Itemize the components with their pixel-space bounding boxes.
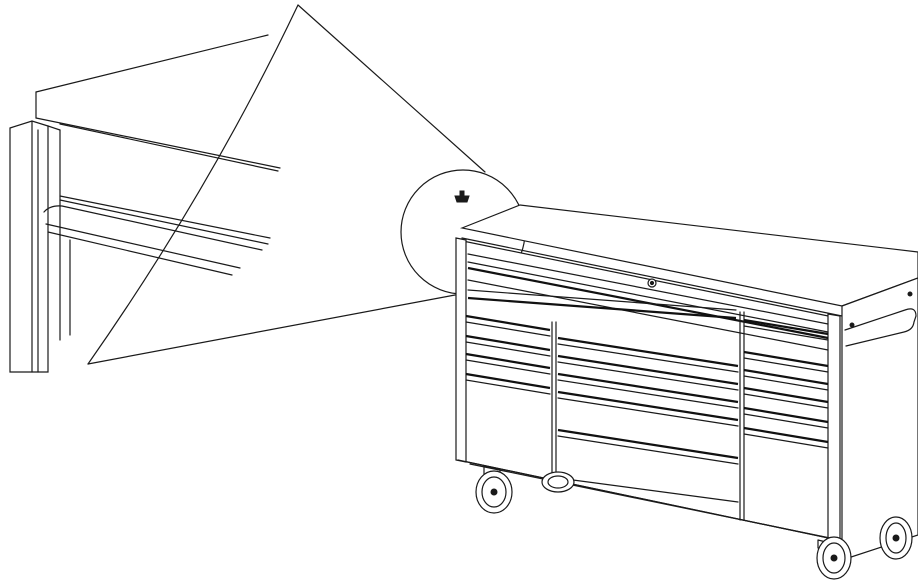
detail-top-front-edge	[35, 117, 281, 169]
detail-top-edge	[35, 34, 269, 93]
caster-front-left	[475, 465, 513, 514]
leader-line-top	[297, 4, 486, 173]
detail-corner-post	[9, 120, 49, 373]
drawer-handle-wide	[467, 296, 737, 320]
detail-boundary-curve	[87, 4, 299, 365]
detail-drawer-rail	[59, 195, 271, 239]
caster-rear-left	[541, 471, 575, 493]
detail-view-a	[9, 4, 486, 373]
left-post	[455, 237, 467, 463]
right-drawer-column	[743, 318, 829, 449]
center-drawer-column	[557, 336, 739, 503]
cabinet-top	[459, 204, 918, 307]
right-post	[827, 313, 841, 543]
side-handle	[844, 308, 917, 347]
leader-line-bottom	[87, 294, 456, 365]
caster-rear-right	[879, 516, 913, 560]
left-drawer-column	[465, 314, 551, 395]
cabinet-side-panel	[841, 277, 918, 561]
lock-icon	[454, 195, 470, 203]
caster-front-right	[816, 536, 852, 580]
tool-cabinet	[455, 204, 918, 580]
